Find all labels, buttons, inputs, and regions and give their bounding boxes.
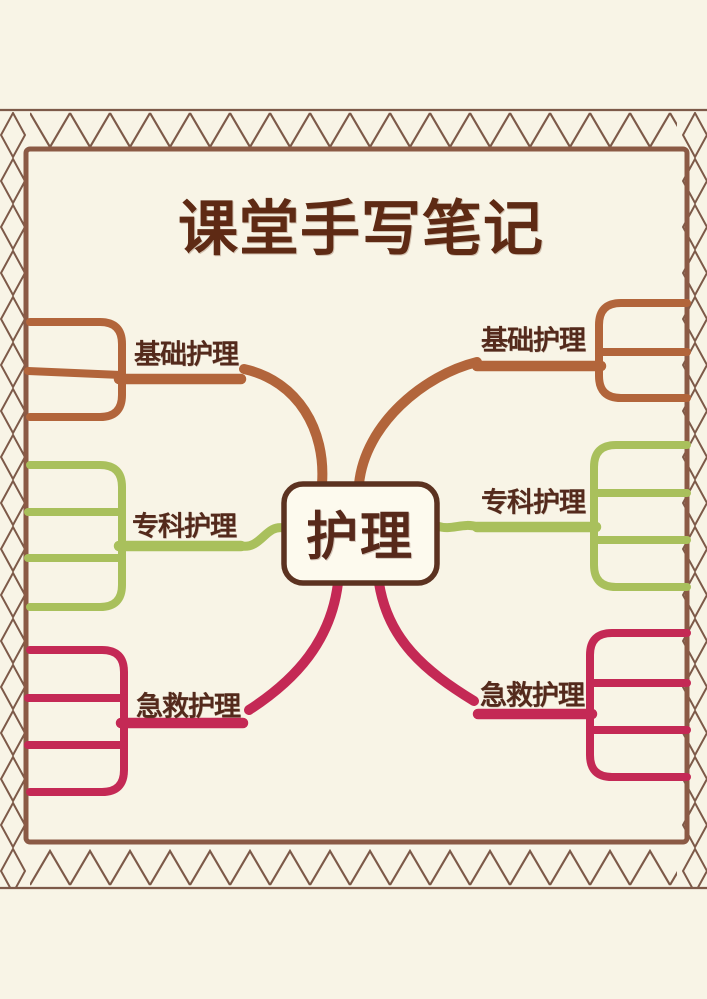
branch-curve <box>244 578 343 715</box>
branch-label-emergency-left: 急救护理 <box>136 691 241 723</box>
fork-outer <box>26 318 126 421</box>
branch-label-emergency-right: 急救护理 <box>480 680 585 712</box>
center-node-box <box>281 481 440 586</box>
branch-label-basic-left: 基础护理 <box>134 339 239 371</box>
branch-basic-left <box>24 318 328 489</box>
decorative-frame <box>0 108 707 890</box>
branch-specialty-right <box>432 441 691 591</box>
branch-curve <box>374 578 479 706</box>
branch-emergency-left <box>24 578 343 796</box>
center-node-label: 护理 <box>305 507 415 568</box>
branch-label-specialty-left: 专科护理 <box>132 511 237 543</box>
fork-outer <box>586 629 691 781</box>
page-title: 课堂手写笔记 <box>178 194 544 265</box>
fork-outer <box>26 646 128 796</box>
zigzag-band-top <box>30 111 677 149</box>
branch-curve <box>237 523 289 551</box>
fork-outer <box>590 441 691 591</box>
diamond-band-left <box>0 112 26 887</box>
branch-emergency-right <box>374 578 691 781</box>
branch-basic-right <box>354 299 691 489</box>
branch-specialty-left <box>24 461 289 611</box>
branch-curve <box>239 364 328 489</box>
branch-label-specialty-right: 专科护理 <box>481 487 586 519</box>
branch-label-basic-right: 基础护理 <box>481 325 586 357</box>
zigzag-band-bottom <box>30 849 677 887</box>
fork-outer <box>26 461 126 611</box>
branch-curve <box>354 357 482 489</box>
fork-mid <box>24 367 125 379</box>
